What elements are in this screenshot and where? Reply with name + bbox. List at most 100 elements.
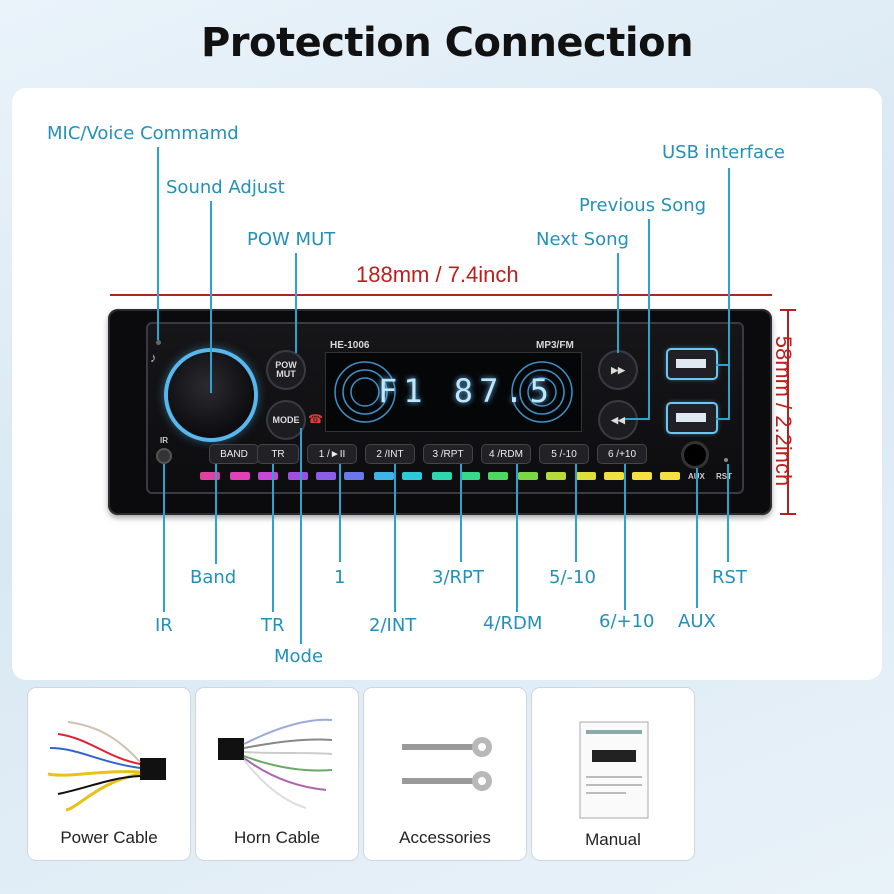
preset-4-button[interactable]: 4 /RDM bbox=[482, 445, 530, 463]
leader-next-song bbox=[617, 253, 619, 353]
leader-usb-branch-top bbox=[716, 364, 730, 366]
usb-port-bottom[interactable] bbox=[668, 404, 716, 432]
led-strip-15 bbox=[604, 472, 624, 480]
callout-mic: MIC/Voice Commamd bbox=[47, 123, 239, 144]
accessory-card-accessories: Accessories bbox=[364, 688, 526, 860]
voice-icon: ♪ bbox=[150, 350, 157, 365]
aux-jack[interactable] bbox=[684, 444, 706, 466]
leader-4-rdm bbox=[516, 464, 518, 612]
leader-6 bbox=[624, 464, 626, 610]
mode-tag: MP3/FM bbox=[536, 340, 574, 351]
callout-6: 6/+10 bbox=[599, 611, 655, 632]
led-strip-4 bbox=[288, 472, 308, 480]
led-strip-1 bbox=[200, 472, 220, 480]
lcd-display bbox=[325, 352, 582, 432]
mic-hole bbox=[156, 340, 161, 345]
lcd-decoration bbox=[334, 361, 573, 423]
accessory-label: Power Cable bbox=[60, 828, 158, 847]
accessory-label: Accessories bbox=[399, 828, 491, 847]
rst-button[interactable] bbox=[724, 458, 728, 462]
preset-5-button[interactable]: 5 /-10 bbox=[540, 445, 588, 463]
leader-previous-song bbox=[648, 219, 650, 419]
accessory-label: Manual bbox=[585, 830, 641, 849]
hangup-icon: ☎ bbox=[308, 412, 323, 426]
led-strip-16 bbox=[632, 472, 652, 480]
callout-sound-adjust: Sound Adjust bbox=[166, 177, 285, 198]
leader-tr bbox=[272, 464, 274, 612]
ir-sensor bbox=[158, 450, 170, 462]
accessory-card-horn-cable: Horn Cable bbox=[196, 688, 358, 860]
callout-ir: IR bbox=[155, 615, 173, 636]
callout-1: 1 bbox=[334, 567, 346, 588]
rst-port-label: RST bbox=[716, 472, 732, 481]
led-strip-10 bbox=[460, 472, 480, 480]
manual-booklet-icon bbox=[579, 721, 649, 819]
leader-1 bbox=[339, 464, 341, 562]
accessory-label: Horn Cable bbox=[234, 828, 320, 847]
power-cable-icon bbox=[47, 721, 166, 812]
height-dimension-line bbox=[787, 310, 789, 514]
preset-1-button[interactable]: 1 /►II bbox=[308, 445, 356, 463]
leader-5 bbox=[575, 464, 577, 562]
led-strip-13 bbox=[546, 472, 566, 480]
callout-tr: TR bbox=[261, 615, 285, 636]
removal-keys-icon bbox=[402, 737, 492, 791]
leader-mode bbox=[300, 428, 302, 644]
callout-band: Band bbox=[190, 567, 237, 588]
page-title: Protection Connection bbox=[200, 20, 694, 66]
led-strip-3 bbox=[258, 472, 278, 480]
pow-label: POW bbox=[275, 360, 297, 370]
leader-usb-branch-bottom bbox=[716, 418, 730, 420]
callout-aux: AUX bbox=[678, 611, 716, 632]
led-strip-8 bbox=[402, 472, 422, 480]
led-strip-2 bbox=[230, 472, 250, 480]
callout-previous-song: Previous Song bbox=[579, 195, 707, 216]
previous-song-button[interactable]: ◀◀ bbox=[600, 402, 636, 438]
led-strip-9 bbox=[432, 472, 452, 480]
preset-3-button[interactable]: 3 /RPT bbox=[424, 445, 472, 463]
led-strip-5 bbox=[316, 472, 336, 480]
callout-3-rpt: 3/RPT bbox=[432, 567, 484, 588]
leader-usb bbox=[728, 168, 730, 420]
accessory-card-power-cable: Power Cable bbox=[28, 688, 190, 860]
led-strip-11 bbox=[488, 472, 508, 480]
leader-mic bbox=[157, 147, 159, 340]
mode-button[interactable]: MODE bbox=[268, 402, 304, 438]
preset-2-button[interactable]: 2 /INT bbox=[366, 445, 414, 463]
horn-cable-icon bbox=[218, 718, 333, 809]
led-strip-14 bbox=[576, 472, 596, 480]
callout-rst: RST bbox=[712, 567, 747, 588]
leader-previous-song-branch bbox=[625, 418, 650, 420]
callout-5: 5/-10 bbox=[549, 567, 596, 588]
callout-pow-mut: POW MUT bbox=[247, 229, 336, 250]
leader-band bbox=[215, 464, 217, 564]
led-strip-7 bbox=[374, 472, 394, 480]
height-dimension-cap-bottom bbox=[780, 513, 796, 515]
band-button[interactable]: BAND bbox=[210, 445, 258, 463]
callout-4-rdm: 4/RDM bbox=[483, 613, 543, 634]
tr-button[interactable]: TR bbox=[258, 445, 298, 463]
height-dimension-label: 58mm / 2.2inch bbox=[771, 335, 797, 487]
leader-3-rpt bbox=[460, 464, 462, 562]
model-number: HE-1006 bbox=[330, 340, 370, 351]
width-dimension-line bbox=[110, 294, 772, 296]
callout-2-int: 2/INT bbox=[369, 615, 417, 636]
height-dimension-cap-top bbox=[780, 309, 796, 311]
preset-6-button[interactable]: 6 /+10 bbox=[598, 445, 646, 463]
leader-pow-mut bbox=[295, 253, 297, 353]
frequency-readout: F1 87.5 bbox=[378, 372, 555, 410]
leader-ir bbox=[163, 464, 165, 612]
usb-port-top[interactable] bbox=[668, 350, 716, 378]
ir-port-label: IR bbox=[160, 436, 168, 445]
accessory-card-manual: Manual bbox=[532, 688, 694, 860]
leader-2-int bbox=[394, 464, 396, 612]
led-strip-6 bbox=[344, 472, 364, 480]
next-song-button[interactable]: ▶▶ bbox=[600, 352, 636, 388]
callout-next-song: Next Song bbox=[536, 229, 629, 250]
leader-rst bbox=[727, 464, 729, 562]
callout-mode: Mode bbox=[274, 646, 324, 667]
led-strip-12 bbox=[518, 472, 538, 480]
width-dimension-label: 188mm / 7.4inch bbox=[356, 262, 519, 287]
led-strip-17 bbox=[660, 472, 680, 480]
